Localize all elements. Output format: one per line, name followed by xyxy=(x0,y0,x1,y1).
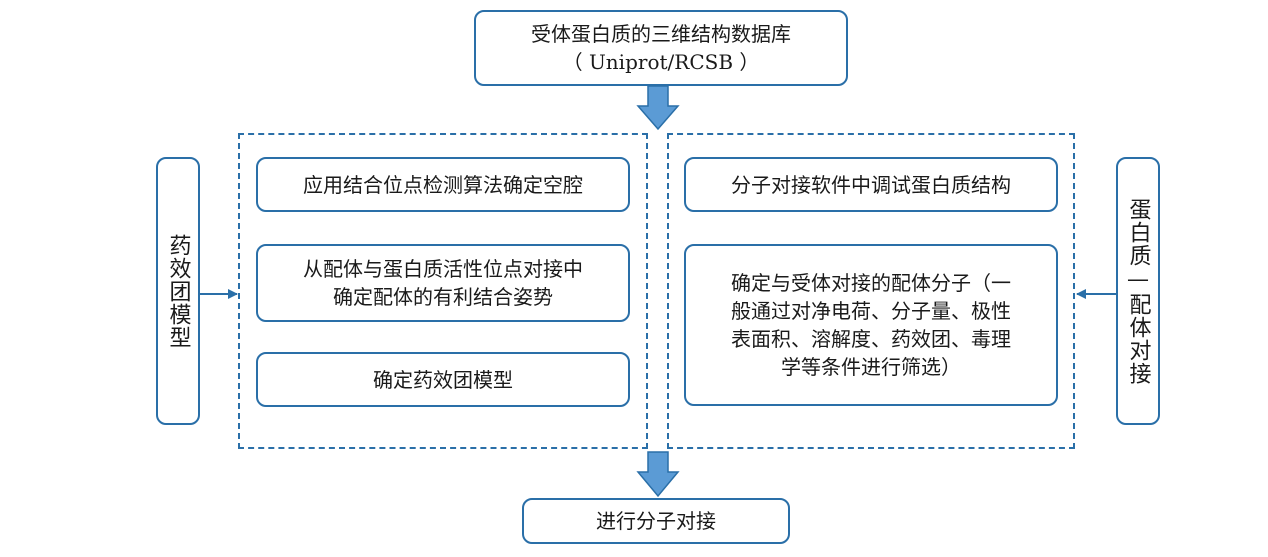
binding-pose-text-2: 确定配体的有利结合姿势 xyxy=(333,285,553,309)
protein-tuning-text: 分子对接软件中调试蛋白质结构 xyxy=(731,172,1011,197)
ligand-screening-box: 确定与受体对接的配体分子（一 般通过对净电荷、分子量、极性 表面积、溶解度、药效… xyxy=(684,244,1058,406)
binding-pose-text-1: 从配体与蛋白质活性位点对接中 xyxy=(303,257,583,281)
database-title: 受体蛋白质的三维结构数据库 xyxy=(531,22,791,46)
cavity-detection-box: 应用结合位点检测算法确定空腔 xyxy=(256,157,630,212)
down-arrow-bottom xyxy=(636,451,680,498)
run-docking-box: 进行分子对接 xyxy=(522,498,790,544)
binding-pose-box: 从配体与蛋白质活性位点对接中 确定配体的有利结合姿势 xyxy=(256,244,630,322)
pharmacophore-panel xyxy=(238,133,648,449)
pharmacophore-side-text: 药效团模型 xyxy=(165,233,191,349)
ligand-screening-text-3: 表面积、溶解度、药效团、毒理 xyxy=(731,327,1011,351)
database-box: 受体蛋白质的三维结构数据库 （ Uniprot/RCSB ） xyxy=(474,10,848,86)
pharmacophore-model-text: 确定药效团模型 xyxy=(373,367,513,392)
ligand-screening-text-1: 确定与受体对接的配体分子（一 xyxy=(731,271,1011,295)
protein-tuning-box: 分子对接软件中调试蛋白质结构 xyxy=(684,157,1058,212)
docking-side-text: 蛋白质—配体对接 xyxy=(1125,197,1151,385)
docking-side-label: 蛋白质—配体对接 xyxy=(1116,157,1160,425)
database-source: （ Uniprot/RCSB ） xyxy=(562,50,760,74)
down-arrow-top xyxy=(636,85,680,131)
docking-panel xyxy=(667,133,1075,449)
pharmacophore-model-box: 确定药效团模型 xyxy=(256,352,630,407)
run-docking-text: 进行分子对接 xyxy=(596,509,716,533)
pharmacophore-side-label: 药效团模型 xyxy=(156,157,200,425)
ligand-screening-text-4: 学等条件进行筛选） xyxy=(781,355,961,379)
ligand-screening-text-2: 般通过对净电荷、分子量、极性 xyxy=(731,299,1011,323)
cavity-detection-text: 应用结合位点检测算法确定空腔 xyxy=(303,172,583,197)
